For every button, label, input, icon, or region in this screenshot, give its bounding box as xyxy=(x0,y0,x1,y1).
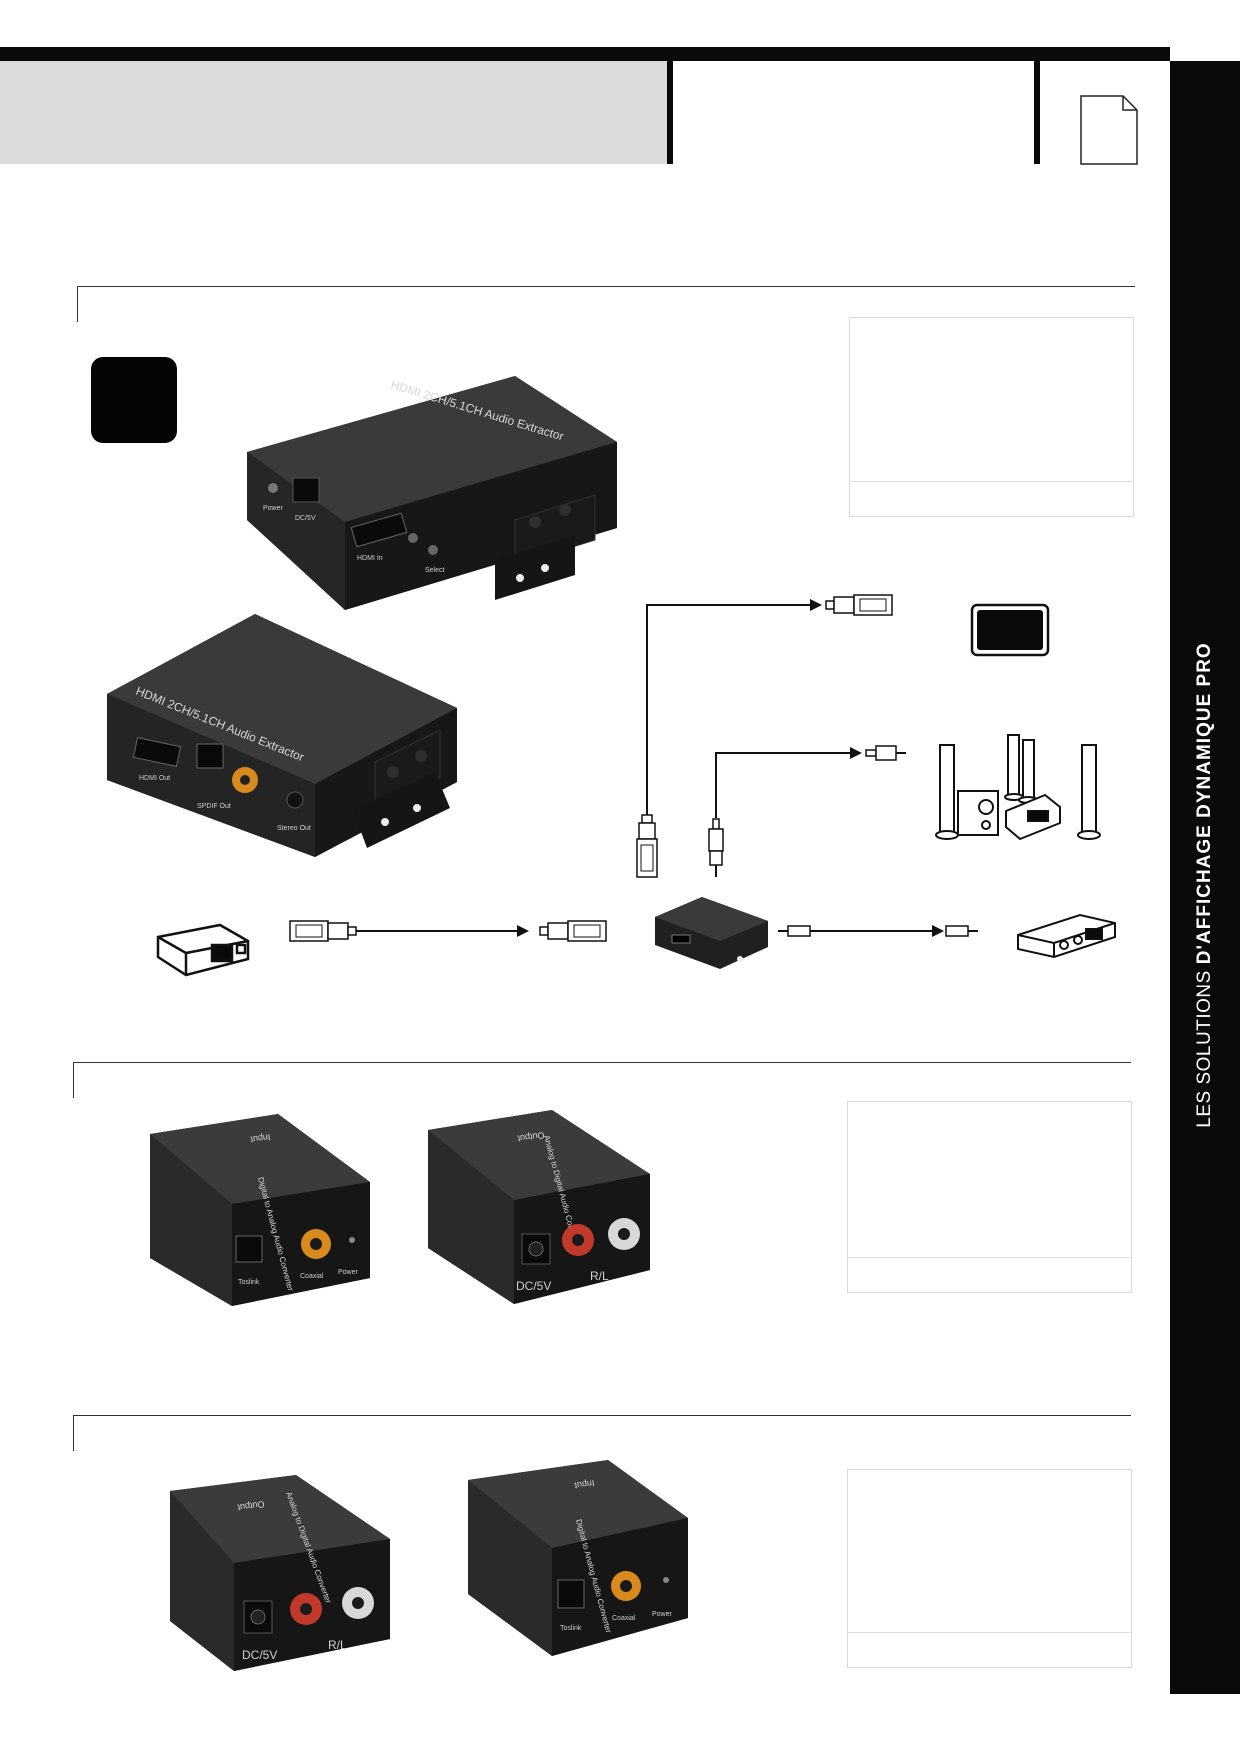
hdmi-plug-left-icon xyxy=(289,920,357,942)
speaker-system-icon xyxy=(935,734,1101,841)
sidebar xyxy=(1170,61,1240,1694)
converter-d2a-image-1: Input Digital to Analog Audio Converter … xyxy=(150,1114,370,1306)
hdmi-plug-icon xyxy=(825,594,893,616)
section-2-tick xyxy=(73,1062,74,1098)
hdmi-plug-right-icon xyxy=(539,920,607,942)
sidebar-title-light: LES SOLUTIONS xyxy=(1194,970,1215,1128)
extractor-front-label-stereo: Stereo Out xyxy=(277,825,311,832)
header-title-area xyxy=(0,61,667,164)
extractor-back-label-power: Power xyxy=(263,505,284,512)
spec-box-separator xyxy=(848,1257,1131,1258)
section-3-line xyxy=(73,1415,1131,1416)
section-3-spec-box xyxy=(847,1469,1132,1668)
converter-b-top-label: Output xyxy=(516,1130,545,1144)
document-icon xyxy=(1080,95,1138,165)
sidebar-title: LES SOLUTIONS D'AFFICHAGE DYNAMIQUE PRO xyxy=(1194,642,1216,1127)
converter-a2-port-power: Power xyxy=(652,1611,673,1618)
extractor-back-image: HDMI 2CH/5.1CH Audio Extractor Power DC/… xyxy=(247,376,617,610)
extractor-back-label-dc: DC/5V xyxy=(295,515,316,522)
converter-a-port-power: Power xyxy=(338,1269,359,1276)
section-3-tick xyxy=(73,1415,74,1451)
converter-a-port-coaxial: Coaxial xyxy=(300,1273,324,1280)
jack-plug-right-icon xyxy=(945,925,978,937)
section-1-tick xyxy=(77,286,78,322)
section-1-spec-box xyxy=(849,317,1134,517)
rca-plug-vertical-icon xyxy=(708,818,724,877)
top-bar xyxy=(0,47,1170,61)
converter-a2d-image-2: Output Analog to Digital Audio Converter… xyxy=(170,1475,390,1671)
mini-extractor-icon xyxy=(655,897,768,969)
converter-b2-port-rl: R/L xyxy=(328,1638,347,1652)
converter-b2-top-label: Output xyxy=(236,1499,265,1513)
tv-icon xyxy=(970,603,1050,657)
converter-a2d-image-1: Output Analog to Digital Audio Converter… xyxy=(428,1110,650,1304)
section-1-line xyxy=(77,286,1135,287)
hdmi-plug-vertical-icon xyxy=(636,814,658,878)
converter-a2-top-label: Input xyxy=(573,1478,595,1491)
converter-a-port-toslink: Toslink xyxy=(238,1279,260,1286)
converter-b-port-rl: R/L xyxy=(590,1269,609,1283)
converter-a2-port-toslink: Toslink xyxy=(560,1625,582,1632)
extractor-front-label-spdif: SPDIF Out xyxy=(197,803,231,810)
converter-d2a-image-2: Input Digital to Analog Audio Converter … xyxy=(468,1460,688,1656)
extractor-back-label-select: Select xyxy=(425,567,445,574)
converter-a2-port-coaxial: Coaxial xyxy=(612,1615,636,1622)
jack-plug-left-icon xyxy=(778,925,818,937)
extractor-back-label-hdmi-in: HDMI In xyxy=(357,555,383,562)
section-2-line xyxy=(73,1062,1131,1063)
product-number-badge xyxy=(91,357,177,443)
converter-b2-port-dc: DC/5V xyxy=(242,1648,277,1662)
header-divider-2 xyxy=(1034,61,1040,164)
extractor-front-image: HDMI 2CH/5.1CH Audio Extractor HDMI Out … xyxy=(107,614,457,857)
spec-box-separator xyxy=(850,481,1133,482)
rca-plug-icon xyxy=(865,745,906,761)
extractor-front-label-hdmi-out: HDMI Out xyxy=(139,775,170,782)
sidebar-title-bold: D'AFFICHAGE DYNAMIQUE PRO xyxy=(1194,642,1215,965)
spec-box-separator xyxy=(848,1632,1131,1633)
converter-a-top-label: Input xyxy=(249,1132,271,1145)
section-2-spec-box xyxy=(847,1101,1132,1293)
header-divider-1 xyxy=(667,61,673,164)
source-device-icon xyxy=(156,923,250,977)
soundbar-icon xyxy=(1017,913,1116,959)
converter-b-port-dc: DC/5V xyxy=(516,1279,551,1293)
connection-diagram xyxy=(156,594,1116,977)
